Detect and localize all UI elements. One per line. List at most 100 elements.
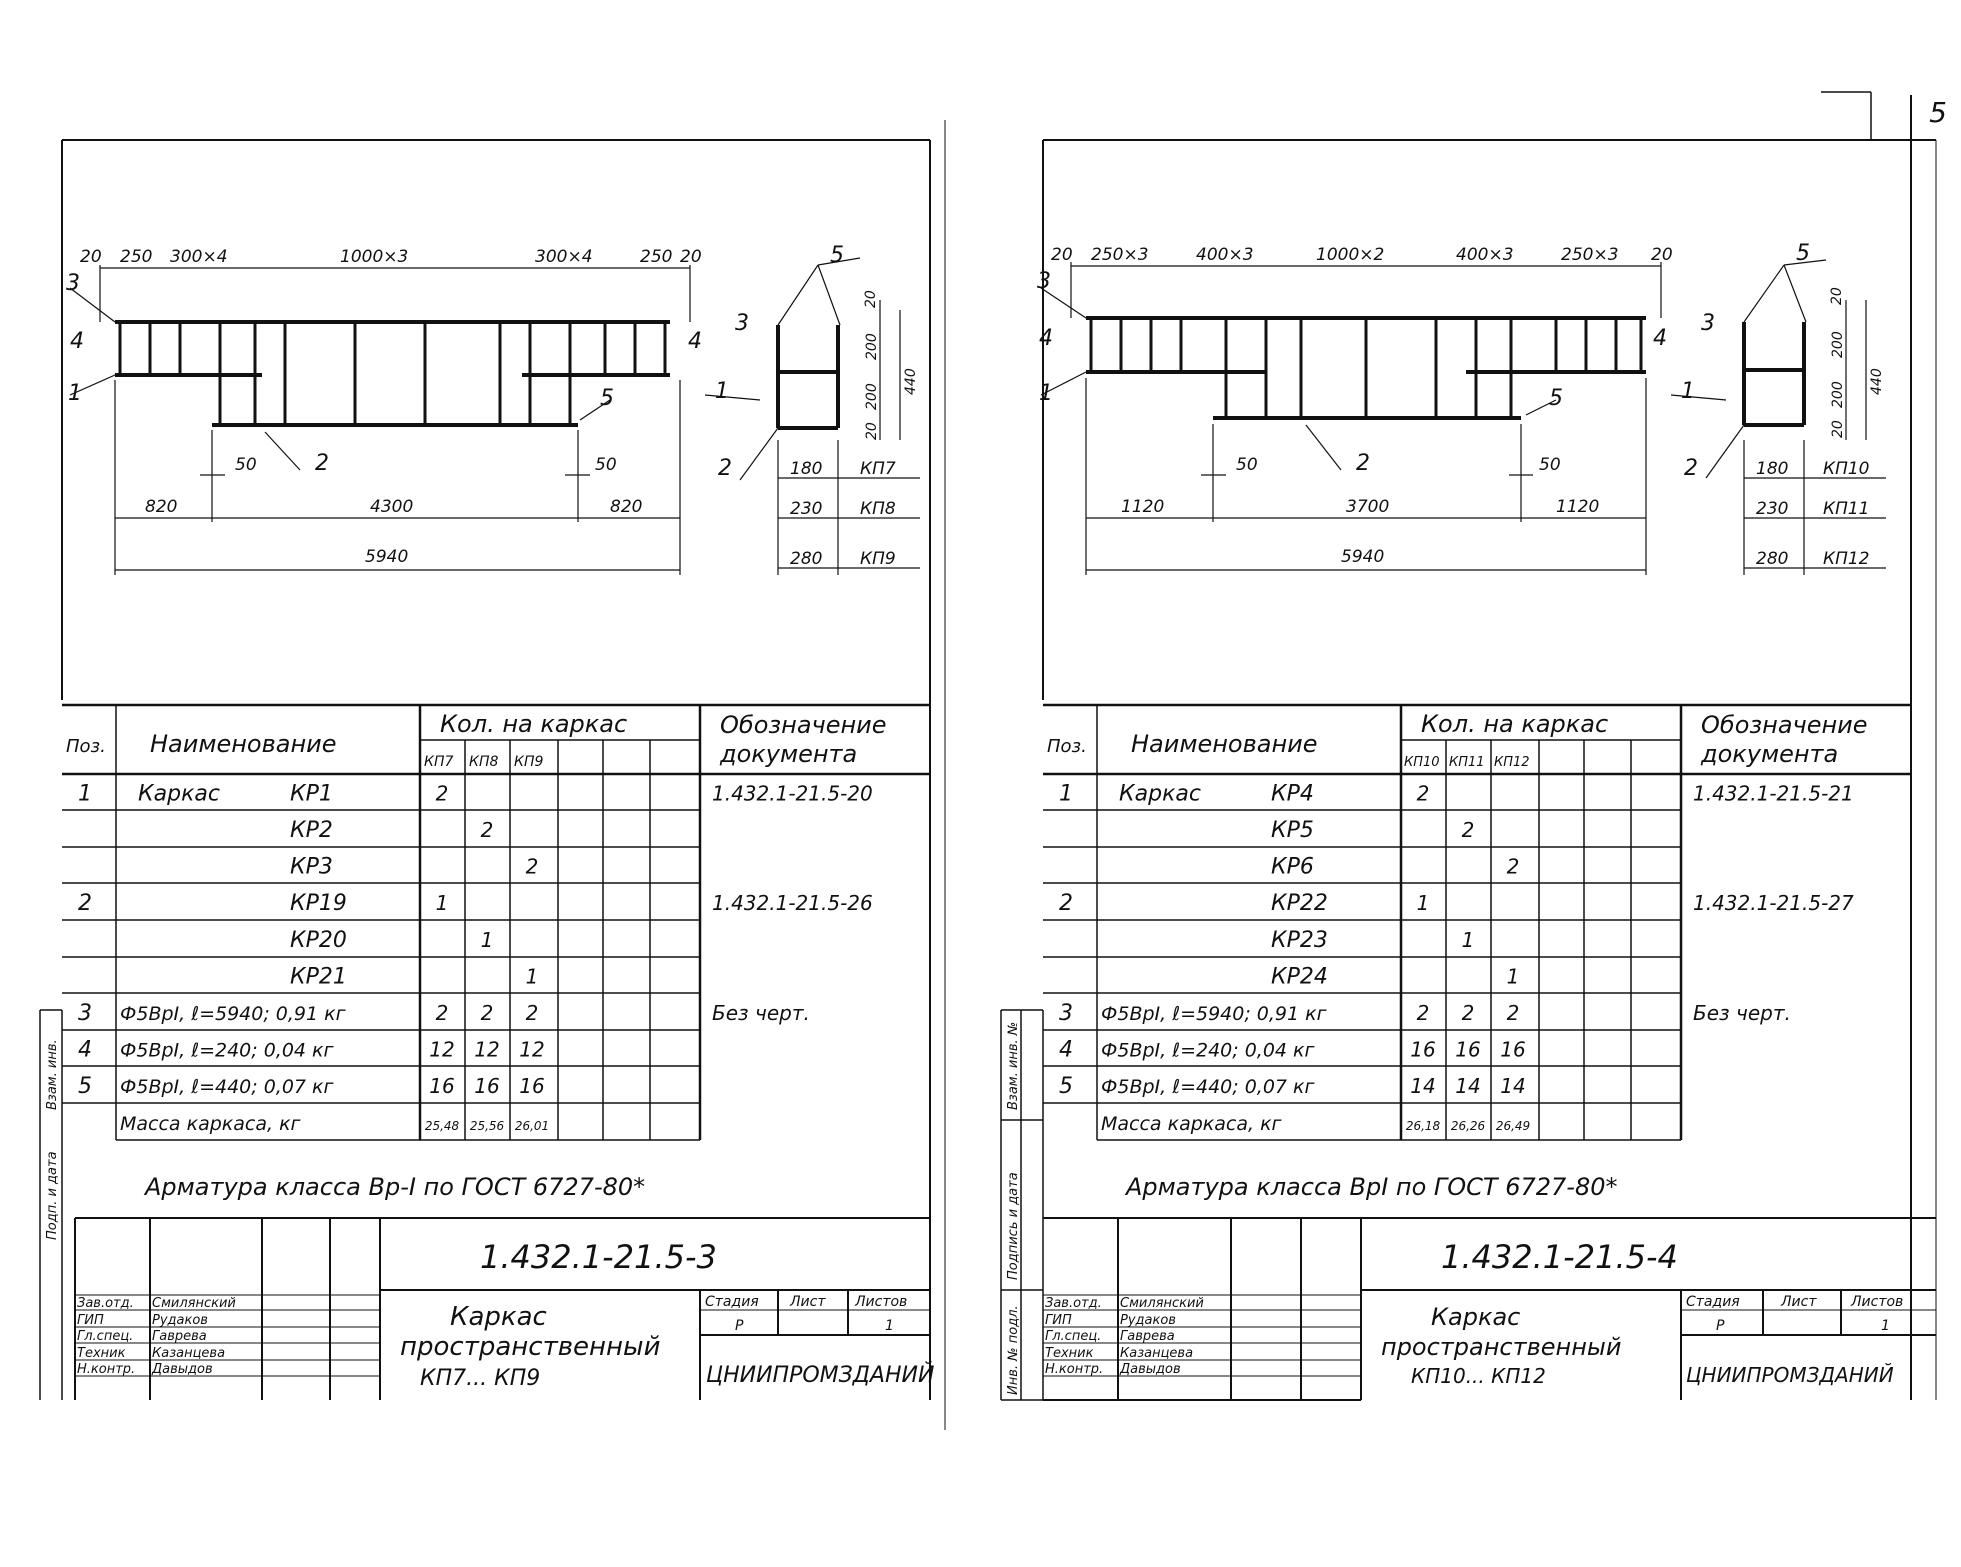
dim-top-5: 300×4	[535, 247, 593, 267]
dim-top-7: 20	[680, 247, 702, 267]
section-width-3: 280	[790, 549, 822, 569]
dimension-lines	[69, 265, 691, 575]
spec-row-mark: КР23	[1271, 928, 1328, 953]
callout-1-left: 1	[1039, 381, 1053, 406]
dim-top-4: 1000×3	[340, 247, 408, 267]
title-line-1: Каркас	[1431, 1303, 1520, 1331]
reinforcement-note: Арматура класса ВрI по ГОСТ 6727-80*	[1124, 1173, 1617, 1201]
spec-row-qty: 2	[436, 1001, 449, 1025]
spec-subcol-2: КП11	[1449, 755, 1485, 770]
spec-row-qty: 2	[1462, 818, 1475, 842]
spec-row-qty: 1	[526, 964, 539, 988]
section-width-2: 230	[790, 499, 822, 519]
sheets-total: 1	[1881, 1318, 1890, 1334]
spec-row-mark: КР24	[1271, 964, 1328, 989]
callout-section-1: 1	[1681, 379, 1695, 404]
dim-total: 5940	[1341, 547, 1384, 567]
title-block-grid	[1043, 1217, 1936, 1401]
spec-row-name: Ф5ВрI, ℓ=5940; 0,91 кг	[1101, 1003, 1328, 1025]
spec-row-pos: 4	[1059, 1038, 1073, 1063]
spec-row-qty: 1	[1507, 964, 1520, 988]
callout-4-right: 4	[1653, 326, 1667, 351]
title-line-1: Каркас	[450, 1302, 547, 1332]
spec-row-qty: 16	[1500, 1038, 1525, 1062]
title-block-roles: Зав.отд. ГИП Гл.спец. Техник Н.контр. См…	[1045, 1296, 1204, 1377]
section-width-1: 180	[1756, 459, 1788, 479]
spec-row-mark: КР5	[1271, 818, 1314, 843]
spec-row-doc: Без черт.	[712, 1001, 810, 1025]
callout-2: 2	[1356, 451, 1370, 476]
spec-subcol-1: КП10	[1404, 755, 1440, 770]
spec-subcol-1: КП7	[424, 754, 453, 770]
stage-header: Стадия	[705, 1294, 759, 1310]
spec-row-qty: 1	[1417, 891, 1430, 915]
title-line-3: КП10... КП12	[1411, 1364, 1546, 1388]
spec-row-pos: 2	[78, 891, 92, 916]
section-dim-1: 20	[863, 290, 879, 308]
name-4: Казанцева	[152, 1346, 225, 1361]
drawing-sheet-left: 20 250 300×4 1000×3 300×4 250 20 820 430…	[0, 0, 980, 1567]
frame-stirrups	[1089, 318, 1643, 418]
spec-row-doc: 1.432.1-21.5-26	[712, 891, 873, 915]
role-4: Техник	[77, 1346, 126, 1361]
section-dim-1: 20	[1829, 287, 1845, 305]
spec-name-header: Наименование	[1131, 730, 1318, 758]
spec-row-name: Ф5ВрI, ℓ=440; 0,07 кг	[1101, 1076, 1316, 1098]
dimension-lines	[1040, 262, 1662, 575]
dim-top-1: 20	[80, 247, 102, 267]
dim-top-4: 1000×2	[1316, 245, 1384, 265]
name-1: Смилянский	[1120, 1296, 1204, 1311]
section-frame-2: КП8	[860, 499, 896, 519]
reinforcement-note: Арматура класса Вр-I по ГОСТ 6727-80*	[143, 1173, 645, 1201]
callout-2: 2	[315, 451, 329, 476]
frame-section	[776, 325, 840, 430]
spec-table-grid	[1043, 703, 1911, 1141]
callout-5: 5	[1549, 386, 1563, 411]
spec-row-name: Ф5ВрI, ℓ=240; 0,04 кг	[120, 1040, 335, 1062]
spec-row-pos: 3	[78, 1001, 92, 1026]
spec-row-name: Каркас	[138, 781, 220, 806]
callout-section-3: 3	[1701, 311, 1715, 336]
page-number: 5	[1929, 96, 1947, 129]
dim-top-2: 250	[120, 247, 152, 267]
drawing-labels: 20 250×3 400×3 1000×2 400×3 250×3 20 112…	[1037, 241, 1885, 569]
spec-row-name: Каркас	[1119, 781, 1201, 806]
dim-bottom-1: 1120	[1121, 497, 1164, 517]
spec-row-pos: 4	[78, 1038, 92, 1063]
organization: ЦНИИПРОМЗДАНИЙ	[706, 1362, 934, 1388]
callout-section-3: 3	[735, 311, 749, 336]
spec-row-qty: 2	[1417, 1001, 1430, 1025]
section-width-2: 230	[1756, 499, 1788, 519]
section-dim-5: 440	[1869, 368, 1885, 395]
sheets-header: Листов	[1850, 1294, 1903, 1310]
spec-doc-header-1: Обозначение	[1701, 711, 1868, 739]
spec-table-grid	[62, 703, 930, 1141]
spec-doc-header-1: Обозначение	[720, 711, 887, 739]
name-5: Давыдов	[1119, 1362, 1181, 1377]
dim-bottom-3: 1120	[1556, 497, 1599, 517]
dim-gap-left: 50	[1236, 455, 1258, 475]
spec-row-qty: 14	[1410, 1074, 1435, 1098]
dim-bottom-2: 3700	[1346, 497, 1389, 517]
spec-row-qty: 14	[1455, 1074, 1480, 1098]
dim-bottom-2: 4300	[370, 497, 413, 517]
dim-top-1: 20	[1051, 245, 1073, 265]
side-stamp-1: Взам. инв.	[45, 1039, 60, 1110]
role-2: ГИП	[1045, 1313, 1072, 1328]
callout-3: 3	[66, 271, 80, 296]
frame-stirrups	[118, 322, 667, 425]
spec-pos-header: Поз.	[66, 736, 106, 757]
dim-top-6: 250	[640, 247, 672, 267]
callout-3: 3	[1037, 269, 1051, 294]
spec-subcol-2: КП8	[469, 754, 498, 770]
spec-row-qty: 2	[436, 781, 449, 805]
spec-table-headers: Поз. Наименование Кол. на каркас Обознач…	[66, 710, 887, 770]
spec-row-mark: КР19	[290, 891, 347, 916]
section-dim-5: 440	[903, 368, 919, 395]
section-width-3: 280	[1756, 549, 1788, 569]
role-1: Зав.отд.	[1045, 1296, 1102, 1311]
role-3: Гл.спец.	[1045, 1329, 1101, 1344]
spec-row-qty: 2	[526, 855, 539, 879]
section-dimensions	[1670, 259, 1886, 575]
spec-row-qty: 12	[474, 1038, 499, 1062]
